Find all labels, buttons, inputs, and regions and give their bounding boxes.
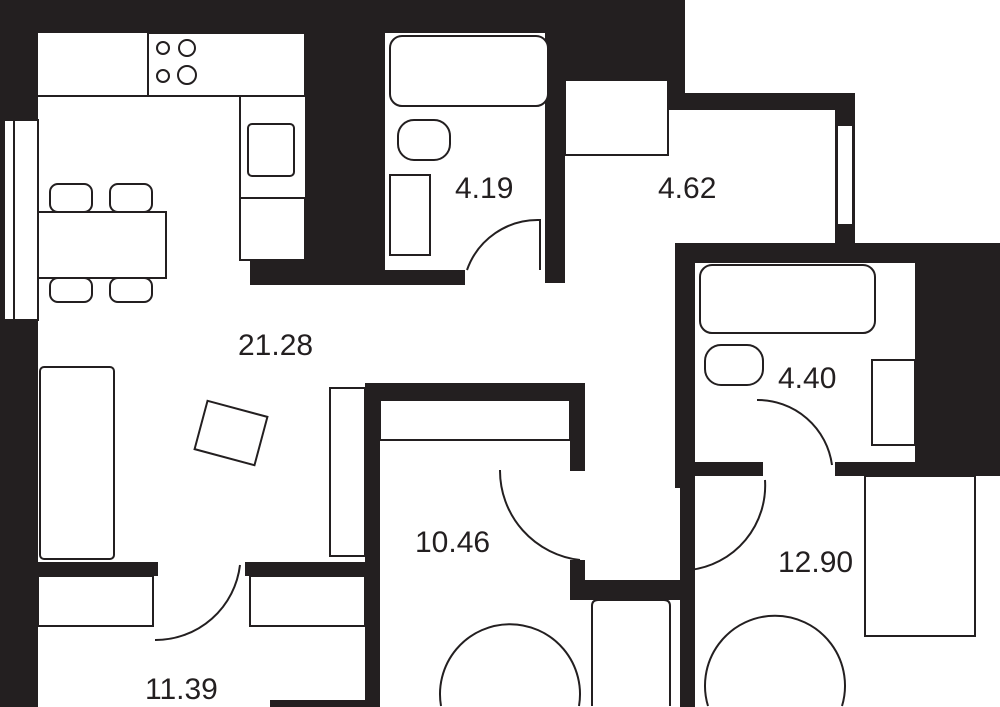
wardrobes xyxy=(37,79,976,707)
toilet-icon xyxy=(397,119,451,161)
stove-icon xyxy=(147,32,306,97)
dining-table xyxy=(37,211,167,279)
room-area-bedroom-2: 12.90 xyxy=(778,546,853,579)
tv-stand xyxy=(329,387,366,557)
bathtub-icon xyxy=(699,264,876,334)
room-area-bedroom-3: 11.39 xyxy=(145,673,218,706)
sink-icon xyxy=(389,174,431,256)
room-area-kitchen-living: 21.28 xyxy=(238,329,313,362)
rug-2 xyxy=(704,614,846,707)
room-area-bathroom-2: 4.40 xyxy=(778,362,836,395)
sink-icon xyxy=(871,359,916,446)
rug-1 xyxy=(439,623,581,707)
sink-icon xyxy=(247,123,295,177)
bathtub-icon xyxy=(389,35,549,107)
bath-fixtures xyxy=(389,35,916,466)
hanger-icon xyxy=(864,475,976,637)
room-area-bathroom-1: 4.19 xyxy=(455,172,513,205)
kitchen-fixtures xyxy=(37,32,366,560)
room-area-bedroom-1: 10.46 xyxy=(415,526,490,559)
coffee-table xyxy=(193,399,269,467)
hanger-icon xyxy=(564,79,669,156)
toilet-icon xyxy=(704,344,764,386)
windows xyxy=(3,119,854,321)
hanger-icon xyxy=(249,575,366,627)
dishwasher-icon xyxy=(239,197,306,261)
sofa-icon xyxy=(39,366,115,560)
room-labels: 21.28 4.19 4.62 4.40 10.46 12.90 11.39 xyxy=(145,172,853,706)
hanger-icon xyxy=(379,399,571,441)
bed xyxy=(591,599,671,706)
hanger-icon xyxy=(37,575,154,627)
room-area-wardrobe: 4.62 xyxy=(658,172,716,205)
